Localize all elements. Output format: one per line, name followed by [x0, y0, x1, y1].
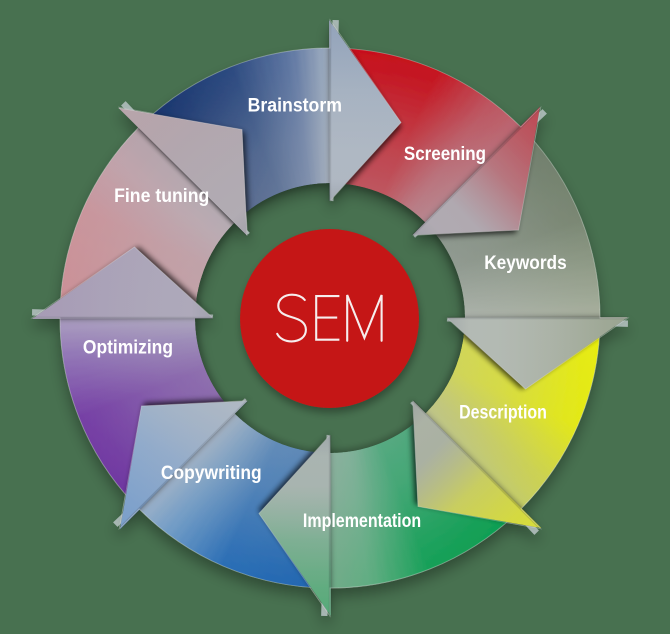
svg-text:Fine tuning: Fine tuning [114, 185, 209, 207]
svg-text:Description: Description [459, 402, 547, 424]
svg-text:Keywords: Keywords [484, 252, 567, 274]
svg-text:Copywriting: Copywriting [161, 462, 262, 484]
svg-text:Implementation: Implementation [303, 510, 421, 532]
svg-text:Brainstorm: Brainstorm [248, 95, 342, 117]
svg-text:Screening: Screening [404, 143, 486, 165]
svg-text:Optimizing: Optimizing [83, 336, 173, 358]
